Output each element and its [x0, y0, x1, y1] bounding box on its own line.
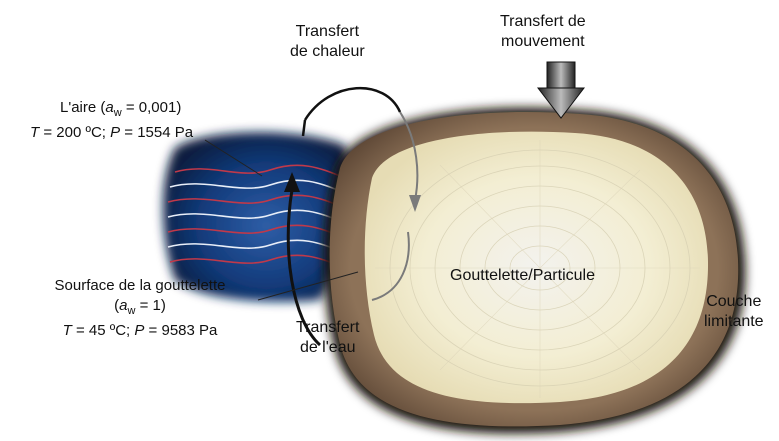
- heat-arrow-tail: [303, 120, 305, 136]
- heat-transfer-line-1: Transfert: [290, 22, 365, 42]
- heat-transfer-line-2: de chaleur: [290, 42, 365, 62]
- momentum-transfer-line-1: Transfert de: [500, 12, 586, 32]
- air-label-line-2: T = 200 ºC; P = 1554 Pa: [30, 123, 193, 143]
- water-transfer-label: Transfert de l'eau: [296, 318, 359, 358]
- water-transfer-line-1: Transfert: [296, 318, 359, 338]
- boundary-layer-line-2: limitante: [704, 312, 764, 332]
- surface-label-line-2: (aw = 1): [10, 296, 270, 321]
- air-label-line-1: L'aire (aw = 0,001): [60, 98, 193, 123]
- droplet-label: Gouttelette/Particule: [450, 266, 595, 286]
- water-transfer-line-2: de l'eau: [296, 338, 359, 358]
- momentum-transfer-line-2: mouvement: [500, 32, 586, 52]
- surface-label: Sourface de la gouttelette (aw = 1) T = …: [10, 276, 270, 341]
- heat-transfer-label: Transfert de chaleur: [290, 22, 365, 62]
- air-label: L'aire (aw = 0,001) T = 200 ºC; P = 1554…: [60, 98, 193, 143]
- surface-label-line-1: Sourface de la gouttelette: [10, 276, 270, 296]
- boundary-layer-line-1: Couche: [704, 292, 764, 312]
- boundary-layer-label: Couche limitante: [704, 292, 764, 332]
- heat-transfer-arrow: [305, 88, 400, 120]
- momentum-transfer-label: Transfert de mouvement: [500, 12, 586, 52]
- surface-label-line-3: T = 45 ºC; P = 9583 Pa: [10, 321, 270, 341]
